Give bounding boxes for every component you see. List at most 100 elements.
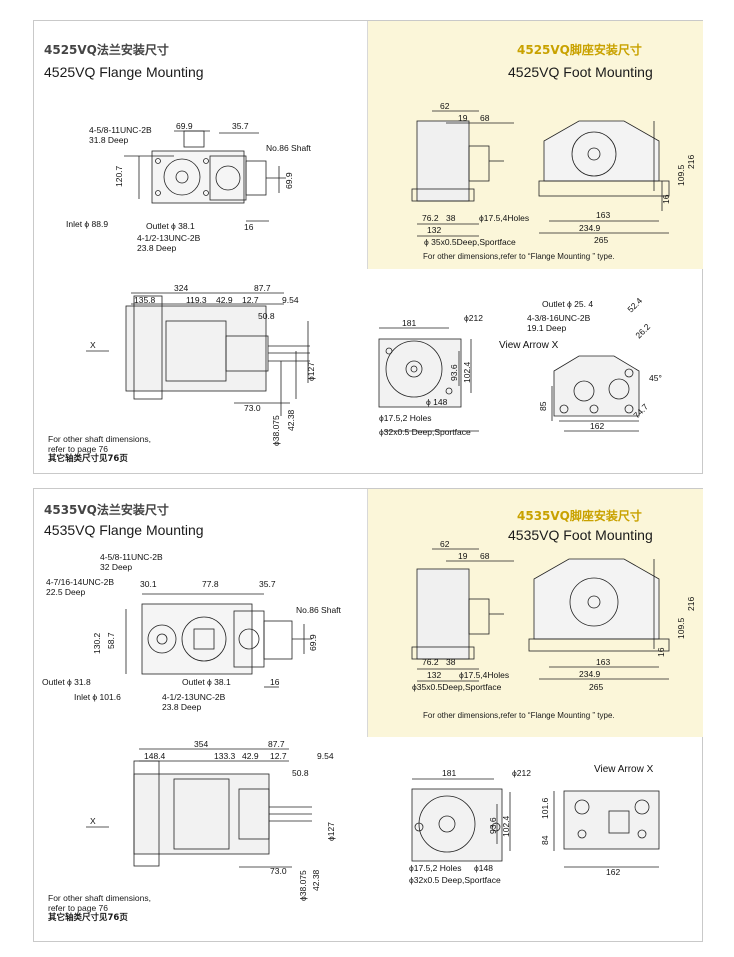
view-outlet-label: Outlet ϕ 25. 4 [542, 299, 593, 309]
dim-85: 85 [538, 401, 548, 411]
deep-label-1b: 32 Deep [100, 562, 132, 572]
section-4525vq: 4525VQ法兰安装尺寸 4525VQ Flange Mounting 4525… [33, 20, 703, 474]
dim-62b: 62 [440, 539, 450, 549]
dim-87-7b: 87.7 [268, 739, 285, 749]
shaft-note-2: For other shaft dimensions, refer to pag… [48, 893, 151, 923]
spotface-label-2: ϕ35x0.5Deep,Sportface [412, 682, 502, 692]
dim-16-foot: 16 [661, 194, 671, 204]
dim-87-7: 87.7 [254, 283, 271, 293]
dim-84: 84 [540, 835, 550, 845]
dim-148-4: 148.4 [144, 751, 166, 761]
front-spotface-label-2: ϕ32x0.5 Deep,Sportface [409, 875, 501, 885]
shaft-note-line1: For other shaft dimensions, [48, 434, 151, 444]
dim-50-8: 50.8 [258, 311, 275, 321]
dim-102-4: 102.4 [462, 361, 472, 383]
side-view [125, 295, 310, 400]
dim-265: 265 [594, 235, 608, 245]
dim-163: 163 [596, 210, 610, 220]
dim-35-7b: 35.7 [259, 579, 276, 589]
dim-109-5: 109.5 [676, 164, 686, 186]
section2-drawings: 4-5/8-11UNC-2B 32 Deep 4-7/16-14UNC-2B 2… [42, 539, 696, 901]
deep-label-1: 31.8 Deep [89, 135, 128, 145]
view-arrow-label: View Arrow X [499, 340, 559, 351]
dim-127-vb: ϕ127 [326, 822, 336, 841]
dim-130-2: 130.2 [92, 632, 102, 654]
spotface-label: ϕ 35x0.5Deep,Sportface [424, 237, 516, 247]
dim-16: 16 [244, 222, 254, 232]
view-thread-label: 4-3/8-16UNC-2B [527, 313, 591, 323]
thread-label-2: 4-1/2-13UNC-2B [137, 233, 201, 243]
dim-12-7: 12.7 [242, 295, 259, 305]
dim-68b: 68 [480, 551, 490, 561]
dim-12-7b: 12.7 [270, 751, 287, 761]
dim-42-9: 42.9 [216, 295, 233, 305]
dim-42-38b: 42.38 [311, 869, 321, 891]
deep-label-2: 23.8 Deep [137, 243, 176, 253]
shaft-note-line2: refer to page 76 [48, 444, 109, 454]
dim-30-1: 30.1 [140, 579, 157, 589]
dim-181b: 181 [442, 768, 456, 778]
dim-135-8: 135.8 [134, 295, 156, 305]
dim-68: 68 [480, 113, 490, 123]
flange-title-en-2: 4535VQ Flange Mounting [44, 522, 204, 538]
dim-69-9b: 69.9 [308, 634, 318, 651]
shaft-label: No.86 Shaft [266, 143, 312, 153]
outlet-label: Outlet ϕ 38.1 [146, 221, 195, 231]
view-arrow-x-drawing [553, 355, 640, 417]
dim-38-075b: ϕ38.075 [298, 870, 308, 901]
dim-35-7: 35.7 [232, 121, 249, 131]
deep-label-2b: 23.8 Deep [162, 702, 201, 712]
dim-73-0b: 73.0 [270, 866, 287, 876]
dim-69-9: 69.9 [176, 121, 193, 131]
dim-324: 324 [174, 283, 188, 293]
foot-title-en: 4525VQ Foot Mounting [508, 64, 653, 80]
foot-front-view-2 [528, 558, 670, 652]
holes-label: ϕ17.5,4Holes [479, 213, 529, 223]
section1-drawings: 4-5/8-11UNC-2B 31.8 Deep 69.9 35.7 No.86… [66, 101, 696, 446]
dim-93-6b: 93.6 [488, 817, 498, 834]
outlet-label-2a: Outlet ϕ 31.8 [42, 677, 91, 687]
dim-181: 181 [402, 318, 416, 328]
dim-132b: 132 [427, 670, 441, 680]
foot-front-view [538, 120, 670, 197]
inlet-label: Inlet ϕ 88.9 [66, 219, 108, 229]
dim-62: 62 [440, 101, 450, 111]
dim-42-9b: 42.9 [242, 751, 259, 761]
dim-16-foot-b: 16 [656, 647, 666, 657]
dim-42-38: 42.38 [286, 409, 296, 431]
foot-title-cn: 4525VQ脚座安装尺寸 [517, 43, 642, 57]
flange-title-cn-2: 4535VQ法兰安装尺寸 [44, 503, 169, 517]
dim-58-7: 58.7 [106, 632, 116, 649]
holes-label-2: ϕ17.5,4Holes [459, 670, 509, 680]
thread-label-3b: 4-7/16-14UNC-2B [46, 577, 114, 587]
dim-102-4b: 102.4 [501, 815, 511, 837]
dim-265b: 265 [589, 682, 603, 692]
dim-148b: ϕ148 [474, 863, 493, 873]
dim-101-6: 101.6 [540, 797, 550, 819]
angle-45: 45° [649, 373, 662, 383]
dim-216b: 216 [686, 597, 696, 611]
dim-148: ϕ 148 [426, 397, 448, 407]
dim-9-54: 9.54 [282, 295, 299, 305]
dim-162b: 162 [606, 867, 620, 877]
dim-234-9: 234.9 [579, 223, 601, 233]
outlet-label-2b: Outlet ϕ 38.1 [182, 677, 231, 687]
thread-label-1: 4-5/8-11UNC-2B [89, 125, 152, 135]
dim-19: 19 [458, 113, 468, 123]
dim-26-2: 26.2 [633, 321, 652, 340]
dim-38-075: ϕ38.075 [271, 415, 281, 446]
dim-120-7: 120.7 [114, 165, 124, 187]
dim-77-8: 77.8 [202, 579, 219, 589]
dim-234-9b: 234.9 [579, 669, 601, 679]
flange-pump-body-2 [141, 603, 312, 675]
front-view-2 [411, 788, 503, 862]
dim-162: 162 [590, 421, 604, 431]
arrow-x-label-2: X [90, 816, 96, 826]
thread-label-2b: 4-1/2-13UNC-2B [162, 692, 226, 702]
dim-76-2b: 76.2 [422, 657, 439, 667]
shaft-note-line3: 其它轴类尺寸见76页 [48, 454, 128, 464]
dim-163b: 163 [596, 657, 610, 667]
view-deep-label: 19.1 Deep [527, 323, 566, 333]
deep-label-3b: 22.5 Deep [46, 587, 85, 597]
dim-50-8b: 50.8 [292, 768, 309, 778]
